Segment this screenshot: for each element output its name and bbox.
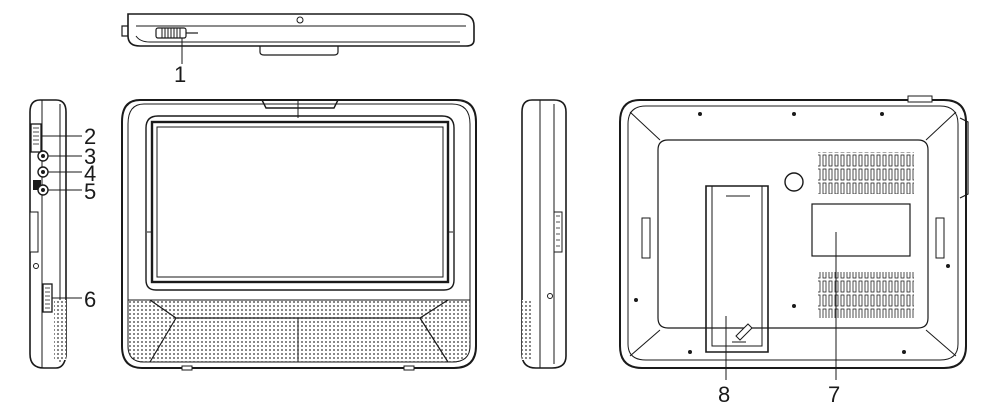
callout-1: 1 bbox=[174, 62, 186, 87]
power-switch bbox=[155, 27, 198, 39]
callout-3: 3 bbox=[84, 144, 96, 169]
top-view: 1 bbox=[121, 13, 475, 87]
front-view bbox=[121, 99, 477, 371]
callout-8: 8 bbox=[718, 382, 730, 407]
left-side-view: 2 3 4 5 6 bbox=[29, 99, 96, 369]
callout-5: 5 bbox=[84, 179, 96, 204]
callout-6: 6 bbox=[84, 287, 96, 312]
rear-stand bbox=[705, 185, 769, 353]
callout-2: 2 bbox=[84, 124, 96, 149]
callout-4: 4 bbox=[84, 161, 96, 186]
right-side-view bbox=[521, 99, 567, 369]
back-view: 7 8 bbox=[619, 95, 969, 407]
callout-7: 7 bbox=[828, 382, 840, 407]
